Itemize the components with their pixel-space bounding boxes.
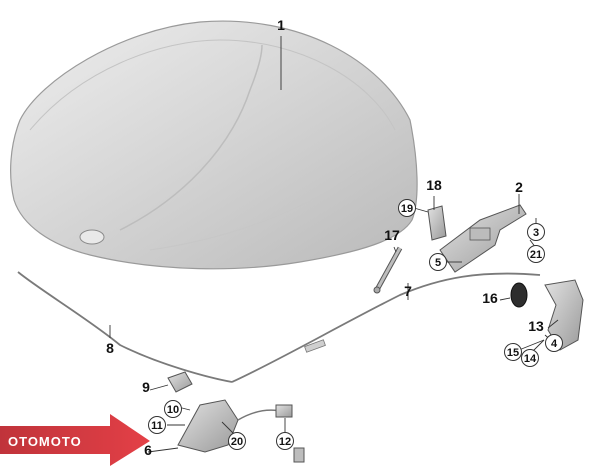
hood-part (10, 20, 418, 270)
label-13: 13 (528, 318, 544, 334)
watermark-arrow: OTOMOTO (0, 414, 150, 466)
label-14: 14 (524, 353, 537, 365)
label-11: 11 (151, 420, 163, 432)
latch-bracket-part (544, 279, 584, 351)
label-5: 5 (435, 257, 441, 269)
label-8: 8 (106, 340, 114, 356)
lower-cable (17, 271, 326, 383)
watermark-text: OTOMOTO (8, 434, 82, 449)
label-19: 19 (401, 203, 413, 215)
label-1: 1 (277, 17, 285, 33)
label-20: 20 (231, 436, 243, 448)
circled-labels: 3 4 5 10 11 12 14 15 19 20 21 (148, 199, 563, 450)
hinge-part (439, 204, 527, 273)
label-17: 17 (384, 227, 400, 243)
label-7: 7 (404, 283, 412, 299)
gas-strut-part (373, 246, 403, 294)
buffer-part (510, 282, 528, 308)
label-9: 9 (142, 379, 150, 395)
label-12: 12 (279, 436, 291, 448)
clip-part (167, 371, 193, 393)
switch-part (275, 404, 305, 463)
label-6: 6 (144, 442, 152, 458)
label-3: 3 (533, 227, 539, 239)
label-4: 4 (551, 338, 558, 350)
label-10: 10 (167, 404, 179, 416)
upper-cable (231, 272, 541, 383)
label-2: 2 (515, 179, 523, 195)
bracket-part (427, 205, 447, 241)
label-18: 18 (426, 177, 442, 193)
label-15: 15 (507, 347, 519, 359)
label-21: 21 (530, 249, 542, 261)
label-16: 16 (482, 290, 498, 306)
